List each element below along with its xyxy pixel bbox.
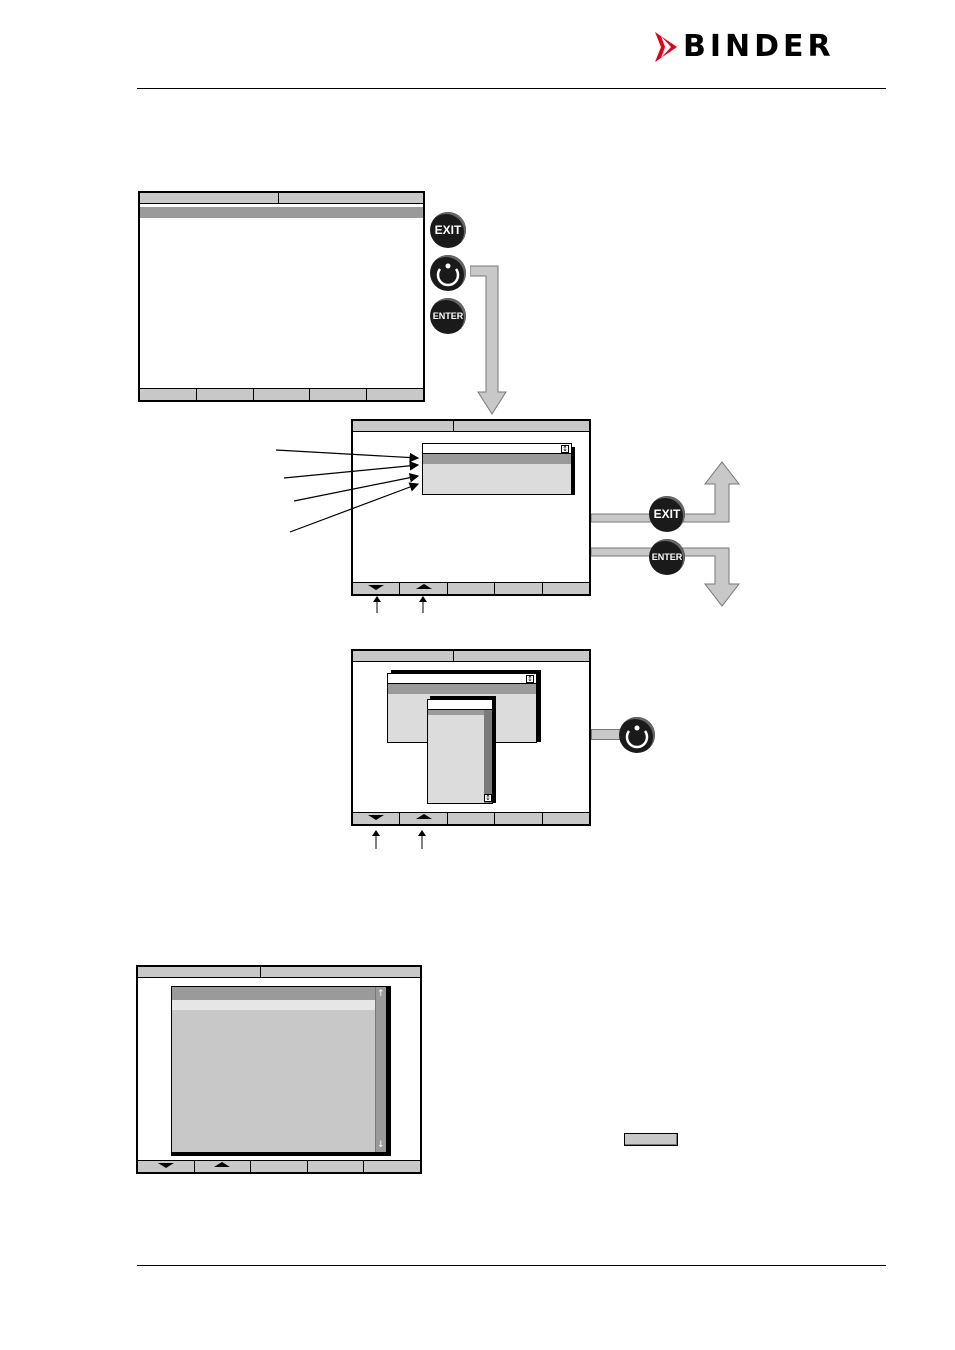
list-title <box>428 700 492 710</box>
selected-row-highlight <box>140 207 423 218</box>
softkey-up[interactable] <box>400 583 448 594</box>
rotary-knob-flow[interactable] <box>619 717 655 753</box>
softkey-bar <box>353 812 590 824</box>
scroll-up-icon[interactable]: ↑ <box>377 989 385 999</box>
softkey-4[interactable] <box>307 1161 365 1172</box>
softkey-up[interactable] <box>400 813 448 824</box>
arrow-up-icon <box>415 814 432 819</box>
screen-tabbar <box>138 967 420 978</box>
arrow-up-icon <box>214 1162 231 1167</box>
knob-symbol-icon <box>625 725 649 749</box>
flow-arrow-down <box>470 265 507 415</box>
binder-logo: BINDER <box>655 30 835 64</box>
screen-tabbar <box>353 421 589 432</box>
softkey-5[interactable] <box>367 389 423 400</box>
controller-screen-submenu: ↕ ↕ <box>351 649 591 826</box>
exit-button-flow[interactable]: EXIT <box>649 496 685 532</box>
softkey-3[interactable] <box>253 389 311 400</box>
arrow-down-icon <box>368 815 385 820</box>
softkey-2[interactable] <box>196 389 254 400</box>
footer-rule <box>137 1265 886 1266</box>
softkey-down[interactable] <box>138 1161 195 1172</box>
scroll-indicator-icon: ↕ <box>561 445 569 453</box>
callout-lines <box>275 449 420 533</box>
screen-tabbar <box>140 193 423 204</box>
brand-arrow-icon <box>655 32 677 62</box>
popup-title <box>388 674 536 684</box>
arrow-down-icon <box>157 1163 174 1168</box>
scroll-indicator-icon: ↕ <box>484 794 492 802</box>
softkey-up[interactable] <box>194 1161 252 1172</box>
softkey-sample <box>624 1133 678 1146</box>
tab-left <box>140 193 279 204</box>
controller-screen-list: ↑ ↓ <box>136 965 422 1174</box>
tab-left <box>353 651 454 662</box>
softkey-bar <box>138 1160 420 1172</box>
softkey-4[interactable] <box>495 813 543 824</box>
popup-selected-item[interactable] <box>388 684 536 694</box>
tab-right <box>454 421 589 432</box>
softkey-pointers <box>372 830 426 849</box>
list-header-row <box>172 987 376 1000</box>
enter-button[interactable]: ENTER <box>430 298 466 334</box>
softkey-pointers <box>373 596 427 613</box>
softkey-bar <box>353 582 590 594</box>
controller-screen-menu: ↕ <box>351 419 591 596</box>
exit-enter-flow <box>591 461 741 607</box>
arrow-up-icon <box>415 584 432 589</box>
softkey-3[interactable] <box>251 1161 308 1172</box>
softkey-down[interactable] <box>353 583 401 594</box>
exit-button[interactable]: EXIT <box>430 212 466 248</box>
softkey-5[interactable] <box>542 813 590 824</box>
softkey-bar <box>140 388 423 400</box>
scroll-down-icon[interactable]: ↓ <box>377 1140 385 1150</box>
list-scrollbar[interactable]: ↑ ↓ <box>375 987 386 1152</box>
softkey-4[interactable] <box>495 583 543 594</box>
tab-left <box>353 421 454 432</box>
popup-selected-item[interactable] <box>423 454 571 464</box>
scroll-indicator-icon: ↕ <box>526 675 534 683</box>
softkey-5[interactable] <box>364 1161 420 1172</box>
tab-right <box>279 193 423 204</box>
tab-left <box>138 967 261 978</box>
popup-title <box>423 444 571 454</box>
softkey-down[interactable] <box>353 813 401 824</box>
list-scrollbar[interactable] <box>484 710 492 803</box>
value-list-popup: ↕ <box>427 699 493 804</box>
list-selected-item[interactable] <box>428 710 484 715</box>
rotary-knob-icon[interactable] <box>430 255 466 291</box>
enter-button-label: ENTER <box>432 311 464 321</box>
list-selected-item[interactable] <box>172 1000 376 1010</box>
tab-right <box>261 967 420 978</box>
softkey-3[interactable] <box>447 583 496 594</box>
header-rule <box>137 88 886 89</box>
softkey-4[interactable] <box>310 389 368 400</box>
softkey-3[interactable] <box>447 813 496 824</box>
softkey-5[interactable] <box>542 583 590 594</box>
selection-popup: ↕ <box>422 443 572 495</box>
knob-symbol-icon <box>436 263 460 287</box>
exit-button-label: EXIT <box>653 507 681 521</box>
softkey-1[interactable] <box>140 389 197 400</box>
enter-button-flow[interactable]: ENTER <box>649 539 685 575</box>
enter-button-label: ENTER <box>651 552 683 562</box>
screen-tabbar <box>353 651 589 662</box>
exit-button-label: EXIT <box>434 223 462 237</box>
brand-name: BINDER <box>683 29 835 64</box>
arrow-down-icon <box>368 585 385 590</box>
tab-right <box>454 651 589 662</box>
selection-list: ↑ ↓ <box>171 986 387 1153</box>
controller-screen-main <box>138 191 425 402</box>
